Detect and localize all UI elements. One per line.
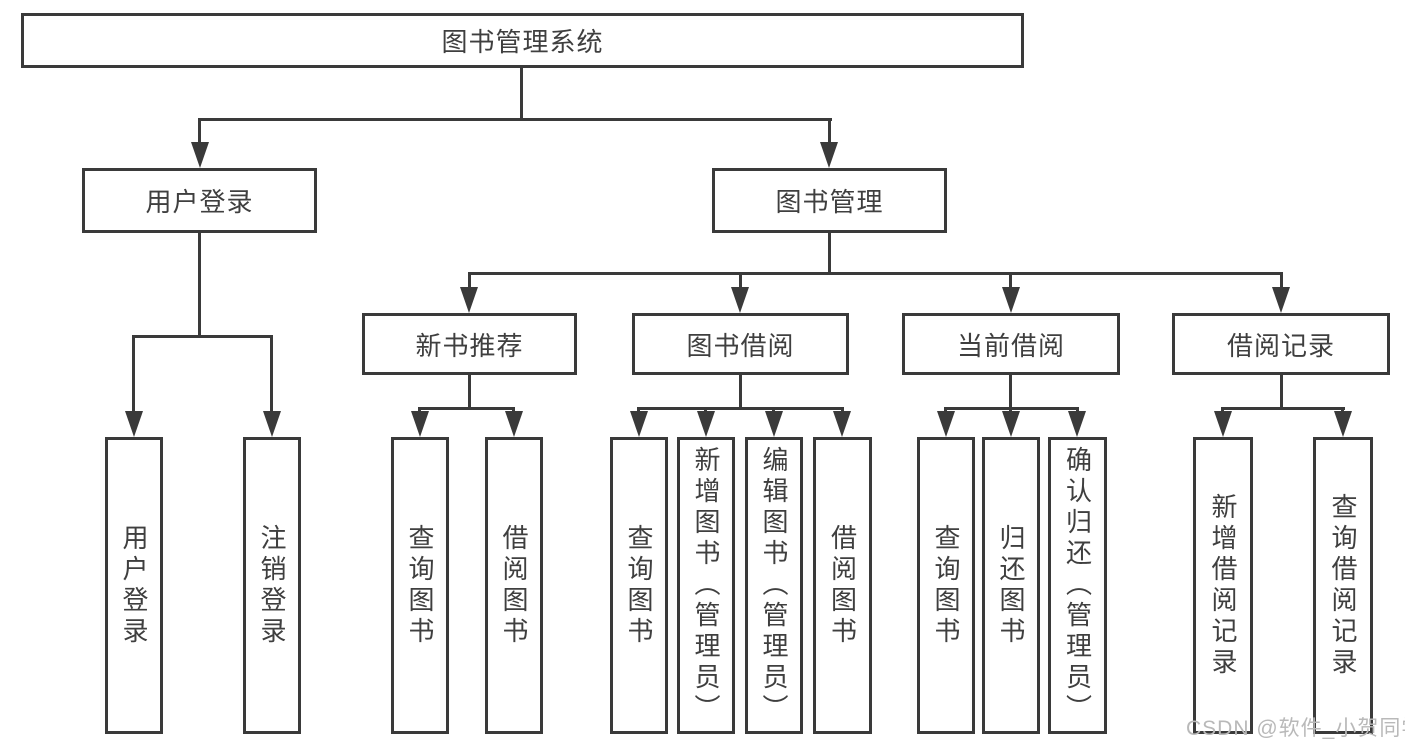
- leaf-bb-query-books: 查询图书: [610, 437, 668, 734]
- node-book-management-label: 图书管理: [775, 187, 884, 217]
- node-user-login-label: 用户登录: [145, 187, 254, 217]
- connector-line: [132, 335, 273, 338]
- leaf-cb-return-books: 归还图书: [982, 437, 1040, 734]
- connector-line: [198, 118, 832, 121]
- leaf-logout-label: 注销登录: [257, 523, 287, 648]
- connector-line: [637, 407, 844, 410]
- leaf-user-login: 用户登录: [105, 437, 163, 734]
- connector-line: [418, 407, 515, 410]
- leaf-nb-query-books: 查询图书: [391, 437, 449, 734]
- leaf-bb-add-books-admin-label: 新增图书（管理员）: [691, 446, 721, 725]
- node-borrow-records-label: 借阅记录: [1226, 330, 1335, 361]
- connector-line: [520, 68, 523, 121]
- leaf-cb-query-books: 查询图书: [917, 437, 975, 734]
- node-new-book-recommend-label: 新书推荐: [415, 330, 524, 361]
- node-book-management: 图书管理: [712, 168, 947, 233]
- node-new-book-recommend: 新书推荐: [362, 313, 577, 375]
- node-current-borrow-label: 当前借阅: [956, 330, 1065, 361]
- connector-arrowhead: [1068, 411, 1086, 437]
- leaf-cb-return-books-label: 归还图书: [996, 523, 1026, 648]
- leaf-bb-add-books-admin: 新增图书（管理员）: [677, 437, 735, 734]
- leaf-cb-confirm-return-admin: 确认归还（管理员）: [1048, 437, 1107, 734]
- connector-arrowhead: [630, 411, 648, 437]
- node-library-system: 图书管理系统: [21, 13, 1024, 68]
- leaf-nb-borrow-books-label: 借阅图书: [499, 523, 529, 648]
- connector-arrowhead: [125, 411, 143, 437]
- connector-line: [828, 233, 831, 275]
- node-book-borrow-label: 图书借阅: [686, 330, 795, 361]
- connector-arrowhead: [1272, 287, 1290, 313]
- connector-line: [468, 272, 471, 290]
- connector-arrowhead: [411, 411, 429, 437]
- node-book-borrow: 图书借阅: [632, 313, 849, 375]
- connector-arrowhead: [765, 411, 783, 437]
- connector-line: [739, 375, 742, 409]
- leaf-br-add-record-label: 新增借阅记录: [1208, 492, 1238, 679]
- connector-arrowhead: [263, 411, 281, 437]
- connector-line: [198, 118, 201, 146]
- leaf-br-add-record: 新增借阅记录: [1193, 437, 1253, 734]
- node-library-system-label: 图书管理系统: [441, 27, 604, 57]
- connector-arrowhead: [937, 411, 955, 437]
- leaf-bb-borrow-books-label: 借阅图书: [827, 523, 858, 648]
- connector-line: [1280, 272, 1283, 290]
- connector-line: [132, 335, 135, 415]
- connector-line: [739, 272, 742, 290]
- leaf-bb-edit-books-admin-label: 编辑图书（管理员）: [759, 446, 789, 725]
- connector-line: [828, 118, 831, 146]
- leaf-nb-borrow-books: 借阅图书: [485, 437, 543, 734]
- node-current-borrow: 当前借阅: [902, 313, 1120, 375]
- connector-line: [1280, 375, 1283, 409]
- node-borrow-records: 借阅记录: [1172, 313, 1390, 375]
- connector-line: [468, 375, 471, 409]
- connector-arrowhead: [1214, 411, 1232, 437]
- connector-line: [468, 272, 1283, 275]
- watermark: CSDN @软件_小贺同学: [1186, 717, 1405, 740]
- leaf-logout: 注销登录: [243, 437, 301, 734]
- connector-line: [1009, 272, 1012, 290]
- node-user-login: 用户登录: [82, 168, 317, 233]
- leaf-cb-confirm-return-admin-label: 确认归还（管理员）: [1062, 446, 1093, 725]
- leaf-cb-query-books-label: 查询图书: [931, 523, 961, 648]
- connector-line: [1221, 407, 1345, 410]
- connector-arrowhead: [460, 287, 478, 313]
- connector-arrowhead: [1002, 411, 1020, 437]
- leaf-nb-query-books-label: 查询图书: [405, 523, 435, 648]
- connector-arrowhead: [731, 287, 749, 313]
- leaf-br-query-record-label: 查询借阅记录: [1328, 492, 1358, 679]
- connector-line: [270, 335, 273, 415]
- connector-arrowhead: [820, 142, 838, 168]
- connector-arrowhead: [697, 411, 715, 437]
- connector-arrowhead: [1334, 411, 1352, 437]
- leaf-user-login-label: 用户登录: [119, 523, 149, 648]
- connector-line: [198, 233, 201, 338]
- connector-arrowhead: [833, 411, 851, 437]
- leaf-bb-edit-books-admin: 编辑图书（管理员）: [745, 437, 803, 734]
- connector-arrowhead: [1002, 287, 1020, 313]
- connector-arrowhead: [505, 411, 523, 437]
- connector-arrowhead: [191, 142, 209, 168]
- leaf-br-query-record: 查询借阅记录: [1313, 437, 1373, 734]
- leaf-bb-borrow-books: 借阅图书: [813, 437, 872, 734]
- leaf-bb-query-books-label: 查询图书: [624, 523, 654, 648]
- connector-line: [1009, 375, 1012, 409]
